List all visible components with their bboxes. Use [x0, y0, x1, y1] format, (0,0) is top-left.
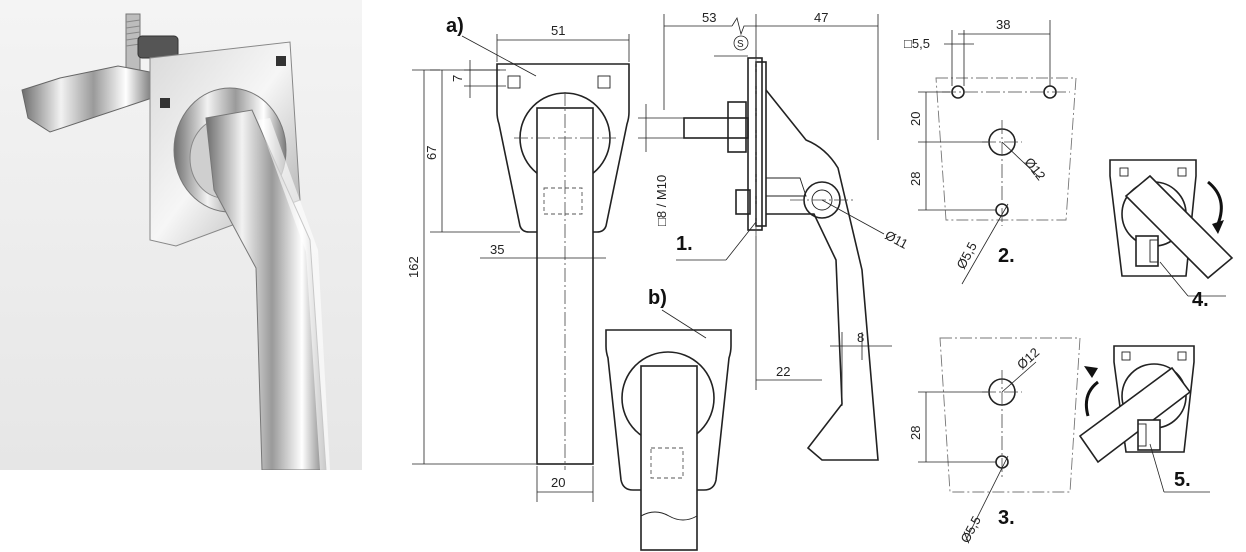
dia-12-top: Ø12: [1022, 155, 1049, 184]
dim-20-side: 20: [908, 112, 923, 126]
operation-5-view: [1078, 345, 1210, 493]
dim-22-lines: [755, 236, 822, 390]
label-5: 5.: [1174, 469, 1191, 491]
dia-12-bottom: Ø12: [1014, 345, 1042, 373]
dim-162-lines: [412, 69, 536, 465]
dim-47: 47: [814, 10, 828, 25]
dim-51: 51: [551, 23, 565, 38]
sq-5-5: □5,5: [904, 36, 930, 51]
dim-67: 67: [424, 146, 439, 160]
dim-22: 22: [776, 364, 790, 379]
dia-5-5-top: Ø5,5: [953, 239, 979, 271]
dim-51-lines: [496, 34, 630, 62]
square-m10-lines: [638, 104, 684, 152]
label-2: 2.: [998, 245, 1015, 267]
label-3: 3.: [998, 507, 1015, 529]
dia-11: Ø11: [883, 227, 911, 251]
dim-20-bottom-lines: [536, 466, 594, 502]
dim-8-lines: [830, 332, 892, 406]
dim-28-bottom: 28: [908, 426, 923, 440]
s-symbol: S: [737, 39, 744, 50]
hole-pattern-3: [939, 337, 1081, 493]
hole-pattern-2-dims: [918, 20, 1051, 285]
label-4: 4.: [1192, 289, 1209, 311]
dim-8: 8: [857, 330, 864, 345]
dim-53-47-lines: [663, 14, 879, 140]
dia-5-5-bottom: Ø5,5: [957, 513, 983, 545]
s-symbol-lines: [714, 35, 749, 57]
front-view-a: [496, 63, 630, 470]
dim-38: 38: [996, 17, 1010, 32]
label-1: 1.: [676, 233, 693, 255]
label-b: b): [648, 287, 667, 309]
hole-pattern-2: [935, 77, 1077, 226]
label-a: a): [446, 15, 464, 37]
dim-53: 53: [702, 10, 716, 25]
dim-28-top: 28: [908, 172, 923, 186]
side-view: [683, 50, 879, 461]
product-photo: [0, 0, 362, 470]
square-m10: □8 / M10: [654, 175, 669, 226]
dim-162: 162: [406, 256, 421, 278]
variant-b-view: [605, 329, 732, 551]
dim-20-bottom: 20: [551, 475, 565, 490]
dim-35: 35: [490, 242, 504, 257]
operation-4-view: [1109, 159, 1234, 297]
dim-67-lines: [430, 69, 520, 233]
hole-pattern-3-dims: [918, 361, 1037, 541]
dim-7-lines: [464, 60, 506, 98]
dim-7: 7: [450, 75, 465, 82]
